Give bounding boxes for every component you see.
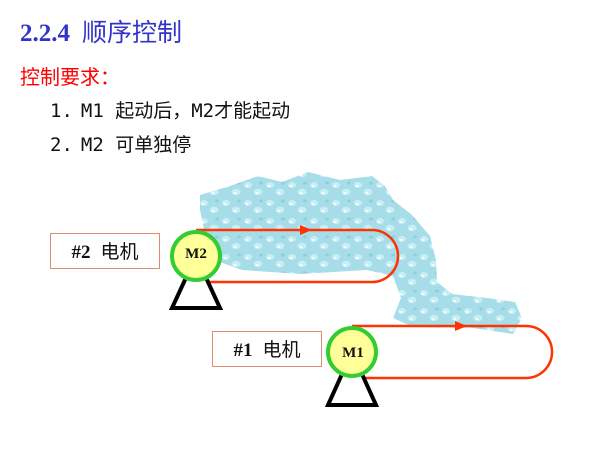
motor-number: #2 [71, 242, 91, 263]
motor-2-label-box: #2 电机 [50, 233, 160, 269]
requirement-item: 2. M2 可单独停 [50, 133, 191, 157]
arrow-right-icon [300, 225, 312, 235]
requirement-item: 1. M1 起动后，M2才能起动 [50, 99, 290, 123]
belt-m1 [352, 324, 554, 380]
material-flow-region [200, 172, 522, 334]
section-number: 2.2.4 [20, 20, 70, 47]
requirement-text: M2 可单独停 [80, 134, 192, 156]
motor-m1-label: M1 [342, 345, 364, 361]
requirement-index: 2. [50, 134, 73, 156]
motor-m1-stand [324, 347, 380, 407]
arrow-right-icon [455, 321, 467, 331]
requirement-text: M1 起动后，M2才能起动 [80, 100, 291, 122]
motor-caption: 电机 [100, 241, 139, 263]
section-title: 顺序控制 [82, 18, 183, 47]
motor-number: #1 [233, 340, 253, 361]
motor-m2 [170, 230, 222, 282]
page-title: 2.2.4 顺序控制 [20, 18, 182, 49]
motor-caption: 电机 [262, 339, 301, 361]
motor-m2-label: M2 [185, 246, 207, 262]
motor-m1 [326, 326, 378, 378]
requirements-heading: 控制要求： [20, 65, 120, 89]
motor-1-label-box: #1 电机 [212, 331, 322, 367]
requirement-index: 1. [50, 100, 73, 122]
belt-m2 [196, 228, 400, 284]
